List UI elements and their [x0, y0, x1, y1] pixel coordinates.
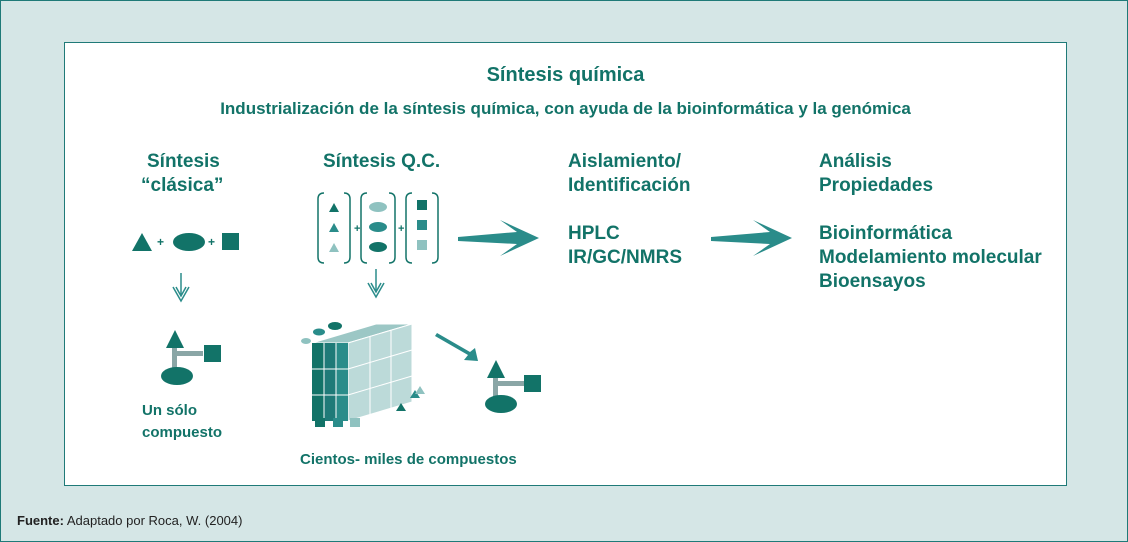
aislamiento-heading-line1: Aislamiento/ [568, 151, 681, 172]
plus-symbol: + [354, 223, 360, 235]
product-compound-molecule [485, 360, 541, 413]
qc-heading: Síntesis Q.C. [323, 151, 441, 172]
qc-caption: Cientos- miles de compuestos [300, 451, 517, 468]
analisis-item-bioinformatica: Bioinformática [819, 223, 953, 244]
down-arrow-icon [172, 273, 190, 303]
plus-symbol: + [398, 223, 404, 235]
square-icon [222, 233, 239, 250]
analisis-item-modelamiento: Modelamiento molecular [819, 247, 1042, 268]
analisis-heading-line1: Análisis [819, 151, 892, 172]
clasica-caption-line2: compuesto [142, 424, 223, 441]
diagram-title: Síntesis química [486, 64, 645, 86]
right-arrow-icon [458, 220, 539, 256]
diagram-subtitle: Industrialización de la síntesis química… [220, 99, 911, 118]
plus-symbol: + [157, 235, 164, 249]
plus-symbol: + [208, 235, 215, 249]
combinatorial-reagent-sets: + + [317, 192, 439, 264]
triangle-icon [132, 233, 152, 251]
source-label: Fuente: [17, 513, 64, 528]
aislamiento-item-ir-gc-nmrs: IR/GC/NMRS [568, 247, 682, 268]
diagram-panel: Síntesis química Industrialización de la… [64, 42, 1067, 486]
diagonal-arrow-icon [435, 333, 478, 361]
aislamiento-heading-line2: Identificación [568, 175, 691, 196]
source-text: Adaptado por Roca, W. (2004) [66, 513, 243, 528]
diagram-graphics: + + [132, 192, 792, 427]
clasica-reactants: + + [132, 233, 239, 251]
right-arrow-icon [711, 220, 792, 256]
source-note: Fuente: Adaptado por Roca, W. (2004) [17, 513, 242, 528]
combinatorial-library-cube [301, 322, 425, 427]
clasica-heading-line2: “clásica” [141, 175, 224, 196]
clasica-heading-line1: Síntesis [147, 151, 220, 172]
analisis-item-bioensayos: Bioensayos [819, 271, 926, 292]
single-compound-molecule [161, 330, 221, 385]
analisis-heading-line2: Propiedades [819, 175, 934, 196]
clasica-caption-line1: Un sólo [142, 402, 197, 419]
aislamiento-item-hplc: HPLC [568, 223, 620, 244]
ellipse-icon [173, 233, 205, 251]
down-arrow-icon [367, 269, 385, 299]
